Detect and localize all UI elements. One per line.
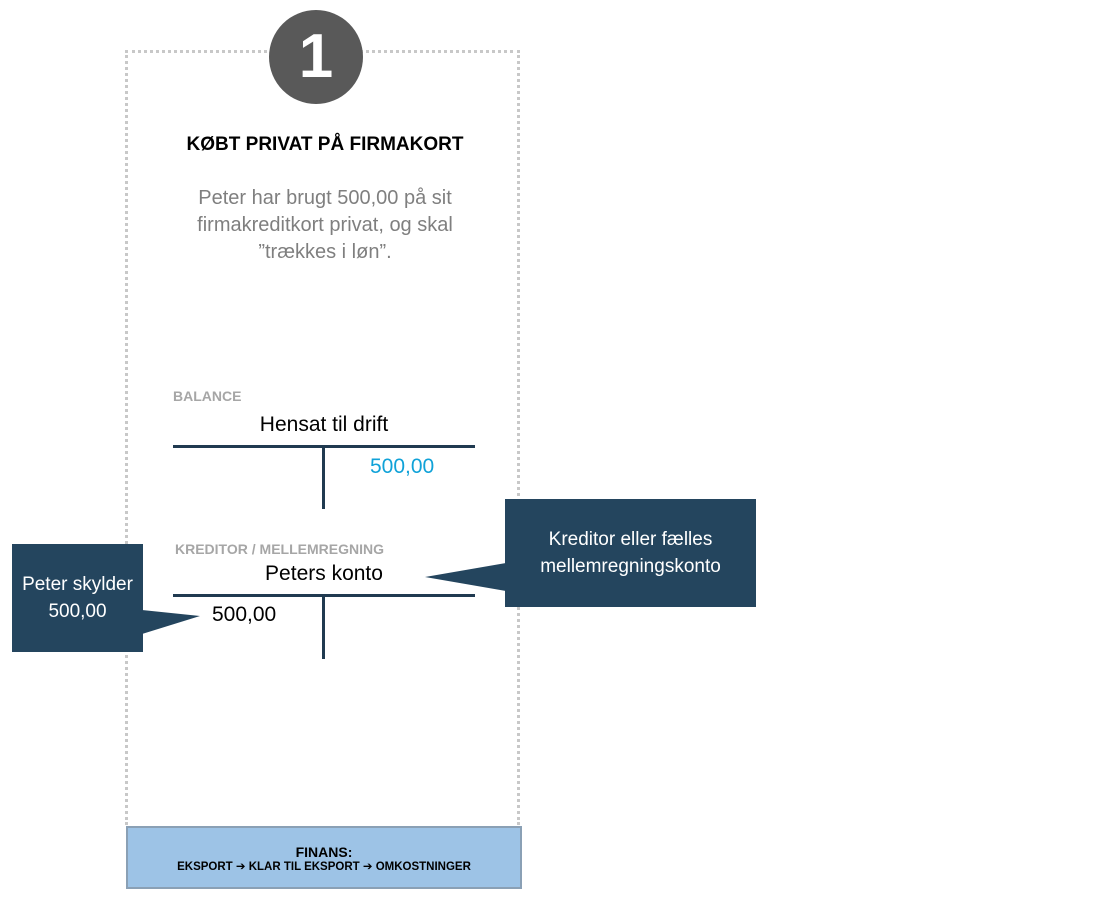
callout-peter-owes-text: Peter skylder 500,00 (22, 574, 133, 622)
callout-kreditor-account: Kreditor eller fælles mellemregningskont… (505, 499, 756, 607)
step-description: Peter har brugt 500,00 på sit firmakredi… (197, 187, 453, 263)
footer-navigation-path: EKSPORT ➔ KLAR TIL EKSPORT ➔ OMKOSTNINGE… (177, 861, 471, 873)
step-number-badge: 1 (269, 10, 363, 104)
callout-pointer-right (425, 563, 506, 591)
step-title: KØBT PRIVAT PÅ FIRMAKORT (186, 134, 464, 155)
section-label-balance: BALANCE (173, 388, 242, 404)
callout-pointer-left (142, 610, 200, 634)
finance-path-footer: FINANS: EKSPORT ➔ KLAR TIL EKSPORT ➔ OMK… (126, 826, 522, 889)
account-name-hensat: Hensat til drift (259, 413, 389, 436)
callout-peter-owes: Peter skylder 500,00 (12, 544, 143, 652)
debit-amount-peters-konto: 500,00 (212, 603, 277, 626)
step-panel-border (125, 50, 520, 825)
section-label-kreditor: KREDITOR / MELLEMREGNING (175, 541, 384, 557)
footer-title: FINANS: (295, 844, 353, 860)
t-account-vertical-line (322, 595, 325, 659)
account-name-peters-konto: Peters konto (265, 562, 383, 585)
credit-amount-hensat: 500,00 (370, 455, 435, 478)
callout-kreditor-account-text: Kreditor eller fælles mellemregningskont… (540, 529, 721, 577)
t-account-vertical-line (322, 446, 325, 509)
step-number: 1 (298, 22, 334, 91)
